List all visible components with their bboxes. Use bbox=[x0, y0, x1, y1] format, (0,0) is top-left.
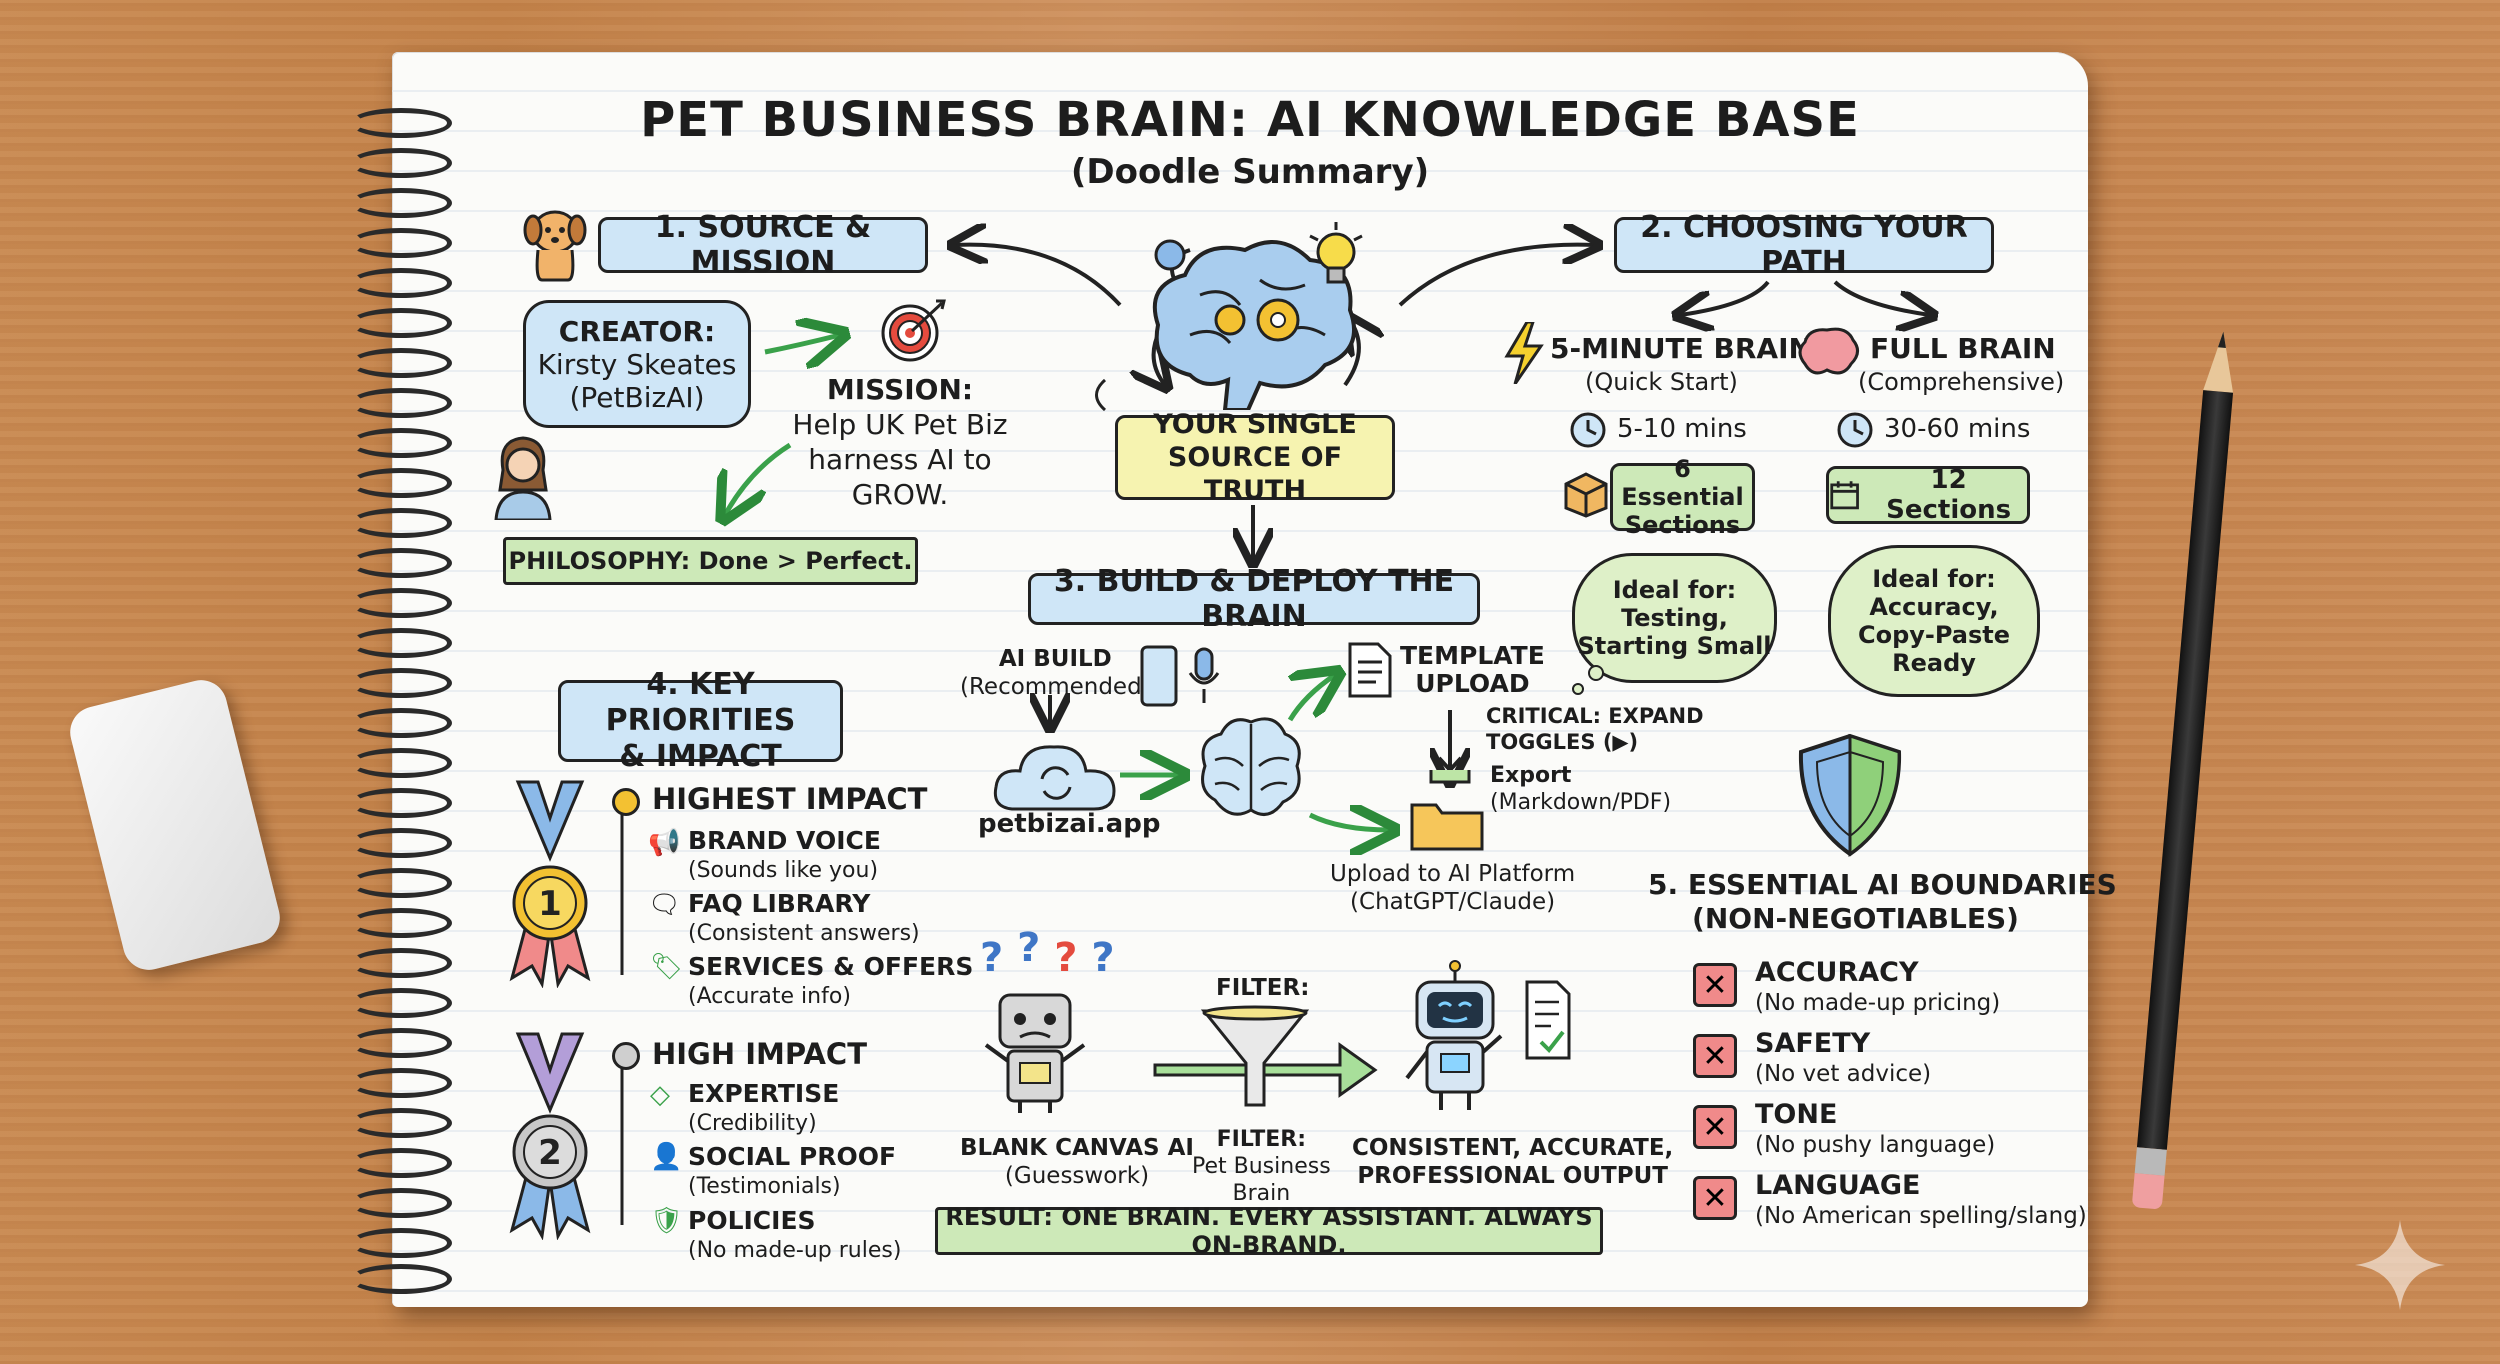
brain-gears-icon bbox=[1152, 239, 1356, 410]
full-time: 30-60 mins bbox=[1884, 414, 2031, 444]
person-icon: 👤 bbox=[650, 1142, 683, 1172]
medal-1-number: 1 bbox=[538, 884, 562, 924]
page-title: PET BUSINESS BRAIN: AI KNOWLEDGE BASE bbox=[640, 92, 1860, 148]
quick-time: 5-10 mins bbox=[1617, 414, 1747, 444]
high-impact-label: HIGH IMPACT bbox=[652, 1037, 867, 1071]
shield-check-icon: 🛡 bbox=[650, 1206, 684, 1236]
sparkle-icon bbox=[2355, 1220, 2445, 1310]
priority-social-proof: SOCIAL PROOF (Testimonials) bbox=[688, 1142, 897, 1199]
folder-icon bbox=[1410, 803, 1484, 851]
download-icon bbox=[1429, 742, 1471, 784]
confused-robot-icon bbox=[984, 993, 1086, 1113]
medal-2-number: 2 bbox=[538, 1133, 562, 1173]
filter-top-label: FILTER: bbox=[1216, 975, 1310, 1001]
high-dot bbox=[612, 1042, 640, 1070]
mission-text: MISSION: Help UK Pet Biz harness AI to G… bbox=[792, 373, 1008, 511]
calendar-icon bbox=[1830, 481, 1859, 510]
boundary-x-icon-4: ✕ bbox=[1693, 1176, 1737, 1220]
priority-brand-voice: BRAND VOICE (Sounds like you) bbox=[688, 826, 881, 883]
upload-platform-label: Upload to AI Platform (ChatGPT/Claude) bbox=[1330, 861, 1576, 915]
filter-bottom-label: FILTER: Pet Business Brain bbox=[1192, 1127, 1331, 1206]
ai-build-label: AI BUILD (Recommended) bbox=[960, 646, 1151, 700]
medal-gold-icon: 1 bbox=[509, 780, 591, 988]
output-label: CONSISTENT, ACCURATE, PROFESSIONAL OUTPU… bbox=[1352, 1135, 1674, 1189]
lightning-icon bbox=[1504, 322, 1544, 384]
section2-heading: 2. CHOOSING YOUR PATH bbox=[1614, 210, 1994, 280]
quick-brain-title: 5-MINUTE BRAIN bbox=[1550, 332, 1812, 365]
chat-icon: 🗨 bbox=[648, 890, 682, 920]
creator-avatar bbox=[494, 436, 552, 520]
thought-dots bbox=[1572, 665, 1604, 695]
priority-policies: POLICIES (No made-up rules) bbox=[688, 1206, 902, 1263]
blank-canvas-label: BLANK CANVAS AI (Guesswork) bbox=[960, 1135, 1194, 1189]
priority-faq: FAQ LIBRARY (Consistent answers) bbox=[688, 889, 920, 946]
export-label: Export (Markdown/PDF) bbox=[1490, 763, 1672, 815]
section4-heading: 4. KEY PRIORITIES & IMPACT bbox=[558, 667, 843, 774]
full-ideal-cloud: Ideal for: Accuracy, Copy-Paste Ready bbox=[1828, 545, 2040, 697]
boundary-language: LANGUAGE (No American spelling/slang) bbox=[1755, 1170, 2087, 1230]
boundary-x-icon-2: ✕ bbox=[1693, 1034, 1737, 1078]
phone-mic-icon bbox=[1140, 645, 1220, 707]
quick-brain-sub: (Quick Start) bbox=[1585, 368, 1738, 396]
creator-bubble: CREATOR: Kirsty Skeates (PetBizAI) bbox=[523, 300, 751, 428]
shield-icon bbox=[1798, 733, 1902, 857]
app-url: petbizai.app bbox=[978, 809, 1161, 839]
page-subtitle: (Doodle Summary) bbox=[1070, 152, 1430, 192]
funnel-icon bbox=[1200, 1005, 1310, 1107]
medal-silver-icon: 2 bbox=[509, 1032, 591, 1240]
target-icon bbox=[881, 299, 946, 362]
happy-robot-icon bbox=[1405, 960, 1571, 1110]
quick-sections-box: 6 Essential Sections bbox=[1610, 455, 1755, 539]
brain-center-icon bbox=[1201, 717, 1301, 816]
boundary-accuracy: ACCURACY (No made-up pricing) bbox=[1755, 957, 2001, 1017]
cloud-sync-icon bbox=[993, 745, 1116, 811]
document-icon bbox=[1348, 642, 1392, 698]
full-sections-box: 12 Sections bbox=[1826, 465, 2030, 525]
quick-ideal-cloud: Ideal for: Testing, Starting Small bbox=[1572, 553, 1777, 683]
priority-expertise: EXPERTISE (Credibility) bbox=[688, 1079, 840, 1136]
critical-note: CRITICAL: EXPAND TOGGLES (▶) bbox=[1486, 704, 1704, 754]
section3-heading: 3. BUILD & DEPLOY THE BRAIN bbox=[1028, 564, 1480, 634]
section5-heading: 5. ESSENTIAL AI BOUNDARIES (NON-NEGOTIAB… bbox=[1648, 868, 2117, 935]
boundary-safety: SAFETY (No vet advice) bbox=[1755, 1028, 1932, 1088]
full-brain-title: FULL BRAIN bbox=[1870, 332, 2056, 365]
section1-heading: 1. SOURCE & MISSION bbox=[598, 210, 928, 280]
boundary-x-icon-3: ✕ bbox=[1693, 1105, 1737, 1149]
dog-icon bbox=[523, 210, 587, 282]
brain-pink-icon bbox=[1798, 327, 1859, 375]
source-of-truth-box: YOUR SINGLE SOURCE OF TRUTH bbox=[1115, 409, 1395, 506]
philosophy-banner: PHILOSOPHY: Done > Perfect. bbox=[503, 537, 918, 585]
boundary-x-icon-1: ✕ bbox=[1693, 963, 1737, 1007]
clock-icon-2 bbox=[1837, 412, 1873, 448]
megaphone-icon: 📢 bbox=[648, 828, 681, 858]
diamond-icon: ◇ bbox=[650, 1080, 670, 1110]
box-icon bbox=[1564, 472, 1608, 518]
template-upload-label: TEMPLATE UPLOAD bbox=[1400, 641, 1545, 698]
question-marks: ? ? ? ? bbox=[980, 925, 1115, 981]
highest-impact-label: HIGHEST IMPACT bbox=[652, 782, 928, 816]
priority-services: SERVICES & OFFERS (Accurate info) bbox=[688, 952, 974, 1009]
lightbulb-icon bbox=[1309, 222, 1363, 284]
clock-icon bbox=[1570, 412, 1606, 448]
full-brain-sub: (Comprehensive) bbox=[1858, 368, 2065, 396]
tag-icon: 🏷 bbox=[650, 952, 684, 982]
boundary-tone: TONE (No pushy language) bbox=[1755, 1099, 1996, 1159]
highest-dot bbox=[612, 788, 640, 816]
result-banner: RESULT: ONE BRAIN. EVERY ASSISTANT. ALWA… bbox=[935, 1203, 1603, 1259]
